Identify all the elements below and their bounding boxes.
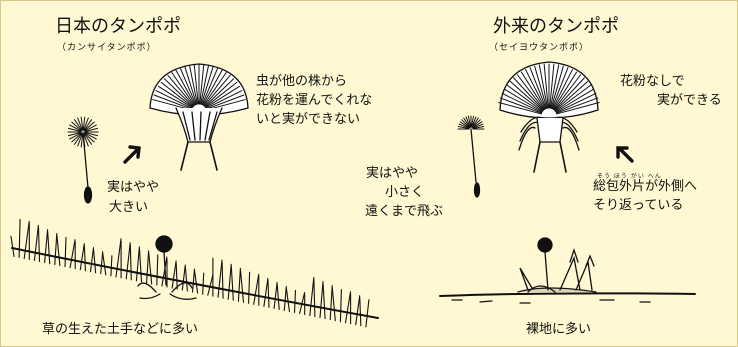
japanese-dandelion-plant	[137, 235, 197, 300]
japanese-dandelion-flower-head	[149, 63, 249, 171]
bract-ruby-reading: そう ほう がい へん	[597, 173, 662, 180]
grass-blades	[10, 218, 370, 328]
right-seed-note-line1: 実はやや	[366, 166, 419, 181]
left-flower-note-line2: 花粉を運んでくれな	[256, 93, 373, 108]
right-seed-note-line2: 小さく	[385, 185, 425, 200]
left-pointer-arrow	[123, 145, 141, 164]
right-bract-note-line2: そり返っている	[593, 198, 684, 213]
right-flower-note-line2: 実ができる	[657, 93, 722, 108]
right-title: 外来のタンポポ	[493, 16, 619, 37]
japanese-seed-pappus	[67, 116, 99, 148]
right-flower-note-line1: 花粉なしで	[620, 74, 685, 89]
right-bract-note-line1: 総包外片が外側へ	[593, 179, 698, 194]
left-subtitle: （カンサイタンポポ）	[57, 43, 157, 53]
left-title: 日本のタンポポ	[55, 16, 181, 37]
right-subtitle: （セイヨウタンポポ）	[489, 43, 590, 53]
left-seed-note-line2: 大きい	[109, 200, 149, 215]
western-dandelion-flower-head	[498, 61, 600, 173]
right-seed-note-line3: 遠くまで飛ぶ	[365, 204, 444, 219]
left-seed-note-line1: 実はやや	[107, 180, 160, 195]
left-flower-note-line1: 虫が他の株から	[256, 74, 348, 89]
bare-ground-illustration	[439, 237, 696, 304]
western-dandelion-seed	[457, 115, 485, 198]
grassy-bank-illustration	[10, 218, 379, 328]
japanese-dandelion-seed	[67, 116, 99, 204]
left-habitat-caption: 草の生えた土手などに多い	[42, 322, 199, 337]
left-flower-note-line3: いと実ができない	[256, 112, 361, 127]
japanese-dandelion-petals	[152, 63, 246, 111]
western-dandelion-petals	[498, 63, 600, 115]
right-pointer-arrow	[616, 146, 634, 163]
right-habitat-caption: 裸地に多い	[526, 322, 592, 337]
western-seed-pappus	[457, 115, 485, 130]
western-dandelion-plant	[517, 237, 597, 293]
